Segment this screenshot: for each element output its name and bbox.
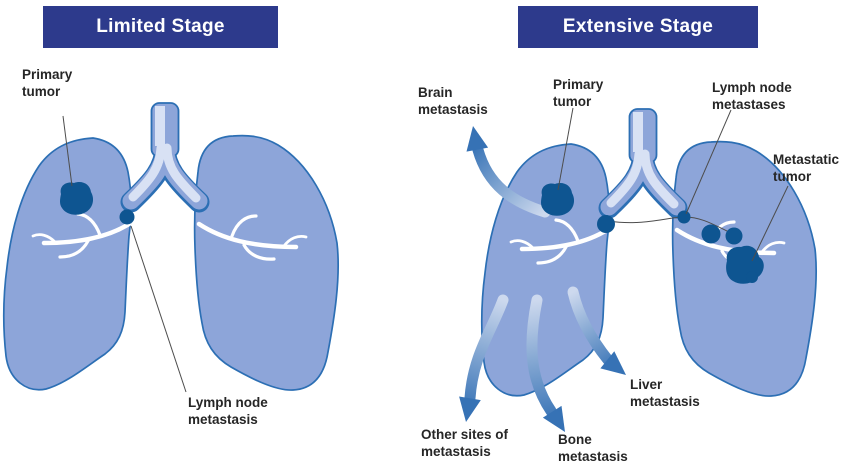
brain-metastasis-arrow [472,144,551,218]
right-lung-lobe [193,134,340,391]
bone-arrow-head [542,405,565,432]
label-primary-tumor-extensive: Primary tumor [553,77,604,110]
other-sites-arrow [464,294,509,404]
primary-tumor-limited [60,182,94,215]
primary-tumor-extensive [541,183,575,216]
label-metastatic-tumor: Metastatic tumor [773,152,840,185]
label-other-sites-of-metastasis: Other sites of metastasis [421,427,509,460]
label-primary-tumor-limited: Primary tumor [22,67,73,100]
label-bone-metastasis: Bone metastasis [558,432,628,465]
liver-arrow-head [600,351,626,375]
label-lymph-node-metastases: Lymph node metastases [712,80,792,113]
trachea [120,102,210,227]
label-lymph-node-metastasis: Lymph node metastasis [188,395,268,428]
extensive-stage-findings [459,107,789,432]
bone-metastasis-arrow [526,294,557,417]
lungs-illustration [3,102,340,391]
extensive-stage-header: Extensive Stage [518,6,758,48]
carina-gap [142,191,187,227]
lymph-node-metastasis-2 [701,224,721,244]
label-brain-metastasis: Brain metastasis [418,85,488,118]
limited-stage-findings [60,115,187,393]
brain-arrow-head [466,126,489,152]
airway-branches [31,212,308,261]
leader-lines-limited [62,115,187,393]
leader-lines-extensive [557,107,789,262]
metastasis-arrows [459,126,626,432]
hilar-lymph-node [597,215,615,233]
label-liver-metastasis: Liver metastasis [630,377,700,410]
other-sites-arrow-head [459,396,481,422]
liver-metastasis-arrow [567,286,614,366]
lymph-node-metastasis-1 [677,210,691,224]
limited-stage-header: Limited Stage [43,6,278,48]
lymph-node-metastasis-3 [725,227,743,245]
lymph-node-limited [119,209,135,225]
left-lung-lobe [3,137,132,391]
